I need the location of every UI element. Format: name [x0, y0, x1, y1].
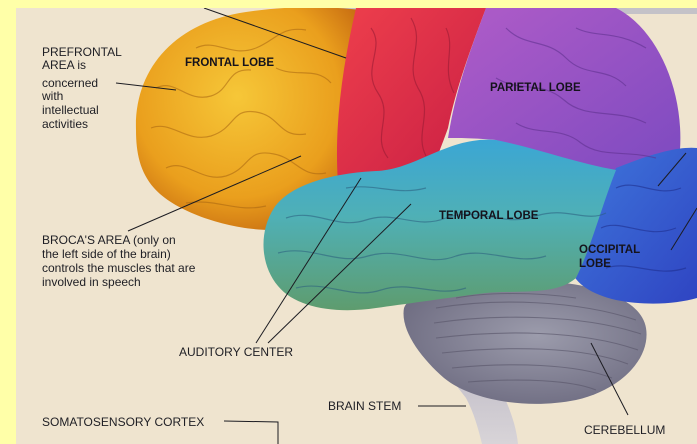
brain-diagram: FRONTAL LOBE PARIETAL LOBE TEMPORAL LOBE… [16, 8, 697, 444]
somatosensory-label: SOMATOSENSORY CORTEX [42, 415, 204, 429]
svg-text:BROCA'S AREA (only on: BROCA'S AREA (only on [42, 233, 176, 247]
svg-text:with: with [41, 89, 63, 103]
svg-text:concerned: concerned [42, 76, 98, 90]
svg-text:the left side of the brain): the left side of the brain) [42, 247, 171, 261]
cerebellum-label: CEREBELLUM [584, 423, 665, 437]
brainstem-label: BRAIN STEM [328, 399, 401, 413]
occipital-lobe-label-2: LOBE [579, 258, 611, 270]
svg-text:intellectual: intellectual [42, 103, 99, 117]
svg-text:PREFRONTAL: PREFRONTAL [42, 45, 122, 59]
svg-text:AREA is: AREA is [42, 58, 86, 72]
svg-text:controls the muscles that are: controls the muscles that are [42, 261, 196, 275]
frontal-lobe-label: FRONTAL LOBE [185, 57, 274, 69]
parietal-lobe-label: PARIETAL LOBE [490, 82, 581, 94]
occipital-lobe-label: OCCIPITAL [579, 244, 640, 256]
auditory-center-label: AUDITORY CENTER [179, 345, 293, 359]
image-panel: FRONTAL LOBE PARIETAL LOBE TEMPORAL LOBE… [16, 8, 697, 444]
svg-text:involved in speech: involved in speech [42, 275, 141, 289]
temporal-lobe-label: TEMPORAL LOBE [439, 210, 539, 222]
svg-text:activities: activities [42, 117, 88, 131]
